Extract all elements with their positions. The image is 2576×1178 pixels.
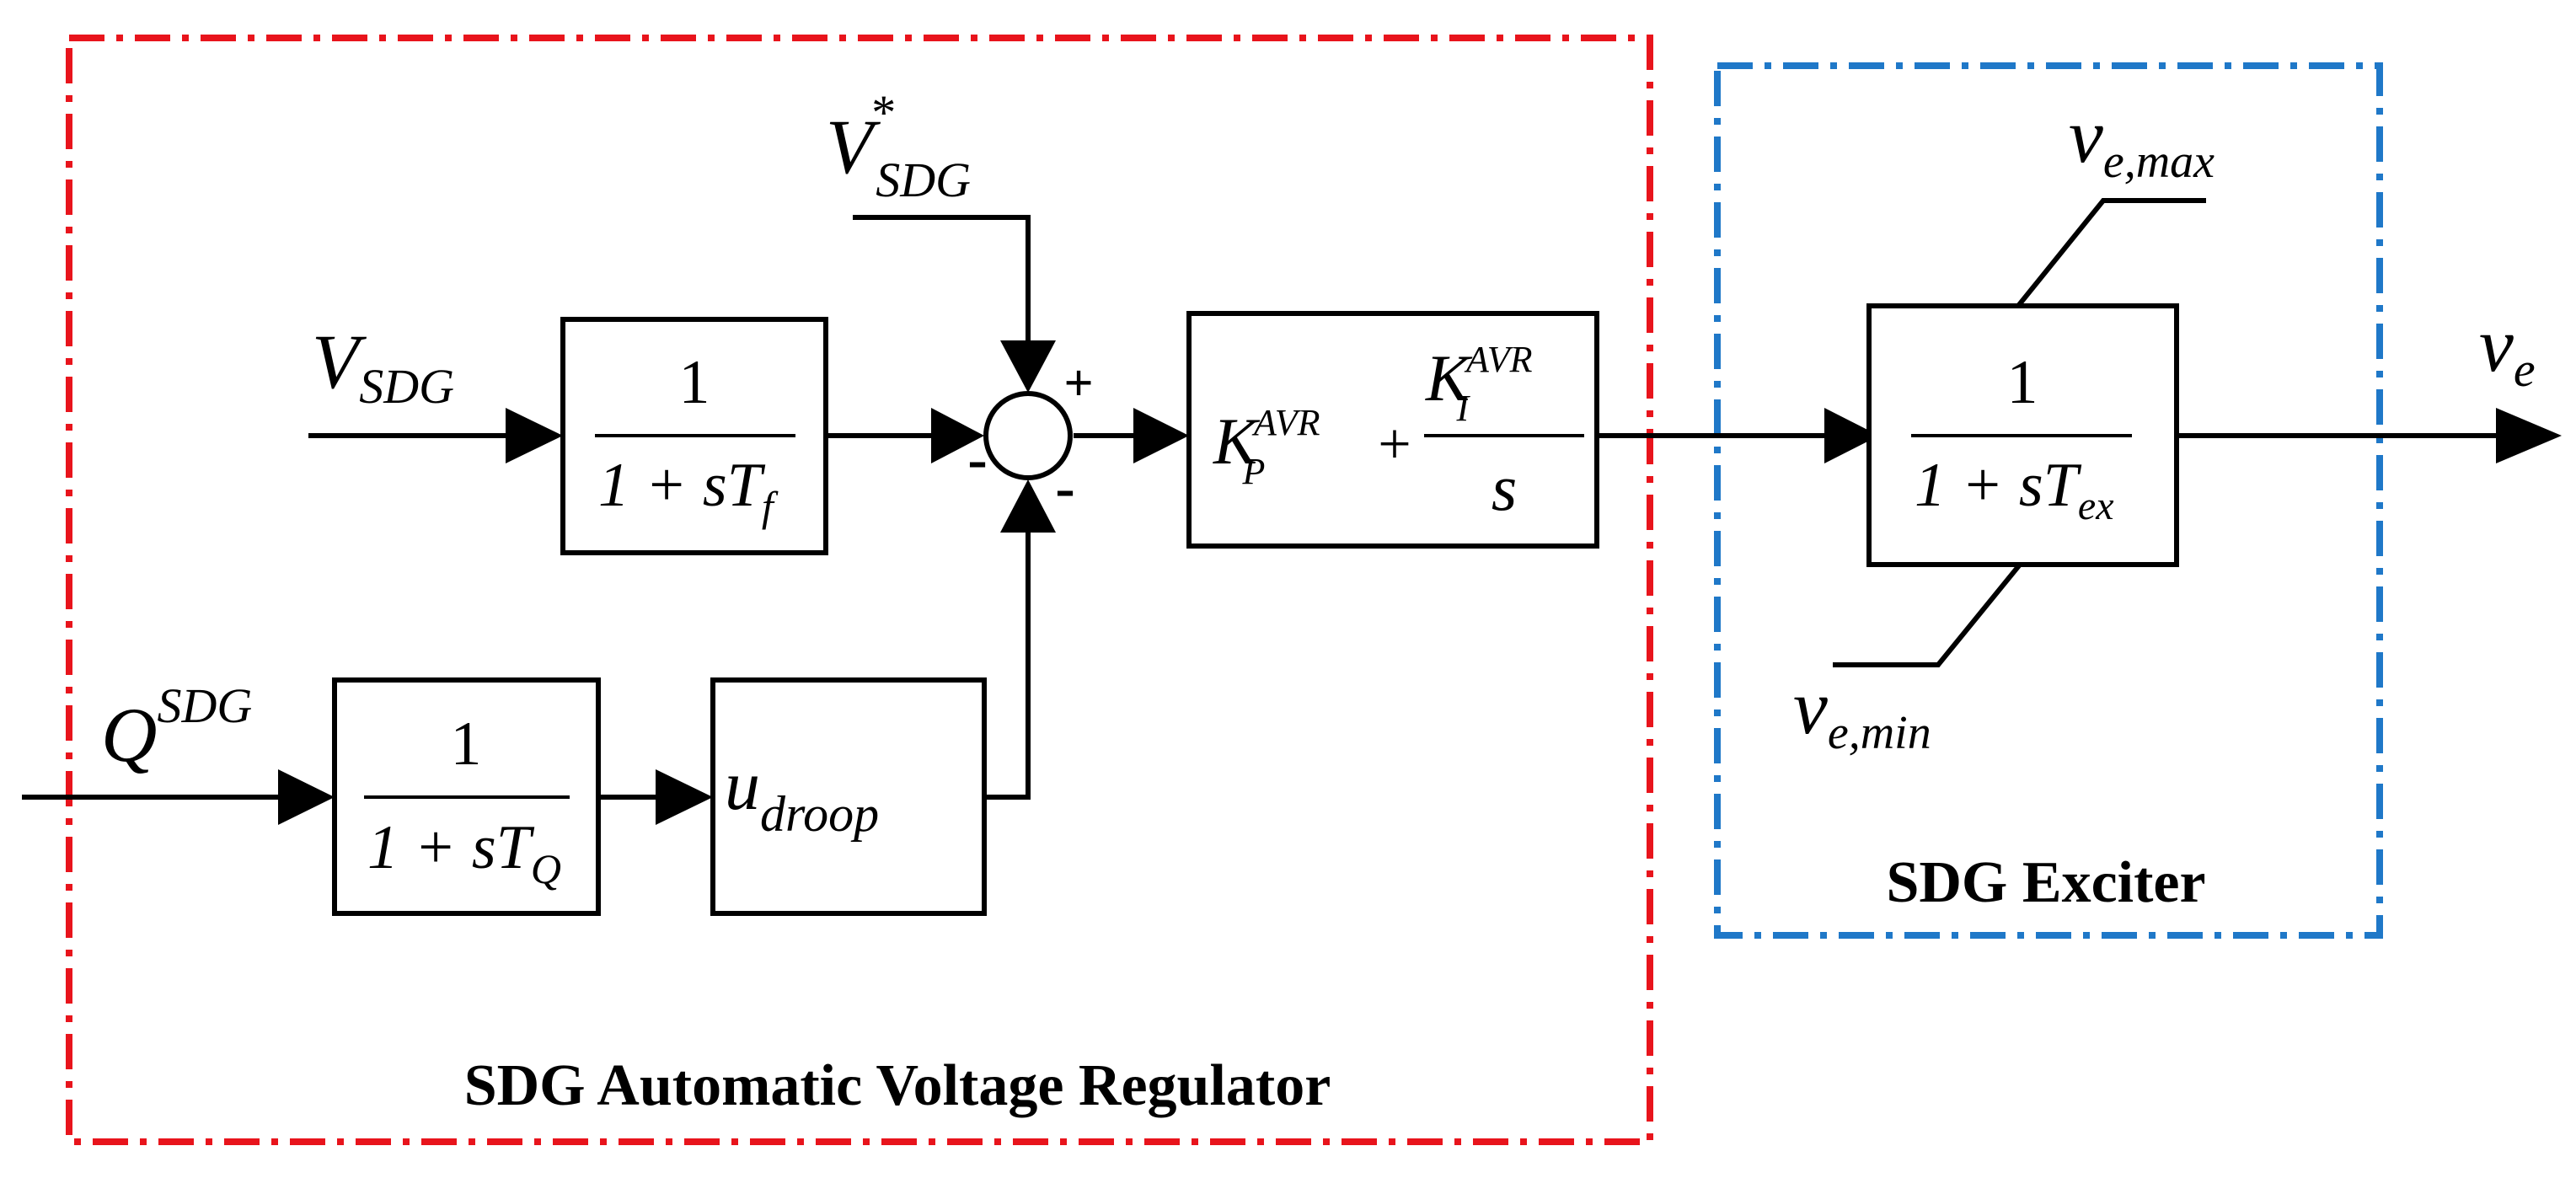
sign-minus-bottom: - — [1055, 456, 1074, 521]
label-ve-output: ve — [2479, 302, 2536, 397]
wire-vref — [853, 215, 1031, 340]
arrow-pi-exciter — [1824, 408, 1879, 463]
label-v-sdg-ref: V*SDG — [826, 85, 971, 207]
arrow-droop-sum — [1000, 479, 1056, 533]
label-q-sdg: QSDG — [101, 678, 252, 778]
wire-droop-sum — [984, 533, 1031, 800]
droop-block — [710, 677, 987, 916]
q-filter-denominator: 1 + sTQ — [367, 813, 561, 892]
arrow-qsdg-in — [278, 769, 335, 825]
voltage-filter-denominator: 1 + sTf — [598, 451, 779, 530]
summing-junction — [983, 391, 1073, 480]
limit-max-line — [2016, 198, 2206, 308]
arrow-vsdg-in — [506, 408, 563, 463]
exciter-group-title: SDG Exciter — [1886, 850, 2205, 915]
label-v-sdg: VSDG — [312, 319, 454, 414]
arrow-qfilter-droop — [656, 769, 713, 825]
sign-plus-top: + — [1063, 355, 1093, 412]
exciter-denominator: 1 + sTex — [1915, 451, 2114, 528]
label-ve-min: ve,min — [1793, 664, 1931, 759]
limit-min-line — [1833, 563, 2022, 667]
avr-group-frame — [66, 35, 1653, 1145]
arrow-output — [2496, 408, 2562, 463]
arrow-sum-pi — [1133, 408, 1189, 463]
arrow-filter-sum — [931, 408, 984, 463]
droop-label: udroop — [725, 747, 879, 842]
voltage-filter-numerator: 1 — [679, 348, 710, 417]
label-ve-max: ve,max — [2069, 93, 2215, 188]
exciter-group-frame — [1714, 62, 2383, 939]
pi-ki-denominator: s — [1492, 451, 1517, 524]
exciter-numerator: 1 — [2007, 348, 2038, 417]
q-filter-numerator: 1 — [451, 709, 482, 779]
pi-plus-sign: + — [1378, 412, 1411, 477]
pi-controller-block — [1186, 311, 1599, 549]
arrow-vref — [1000, 340, 1056, 393]
sign-minus-left: - — [967, 427, 987, 492]
avr-group-title: SDG Automatic Voltage Regulator — [464, 1053, 1331, 1118]
